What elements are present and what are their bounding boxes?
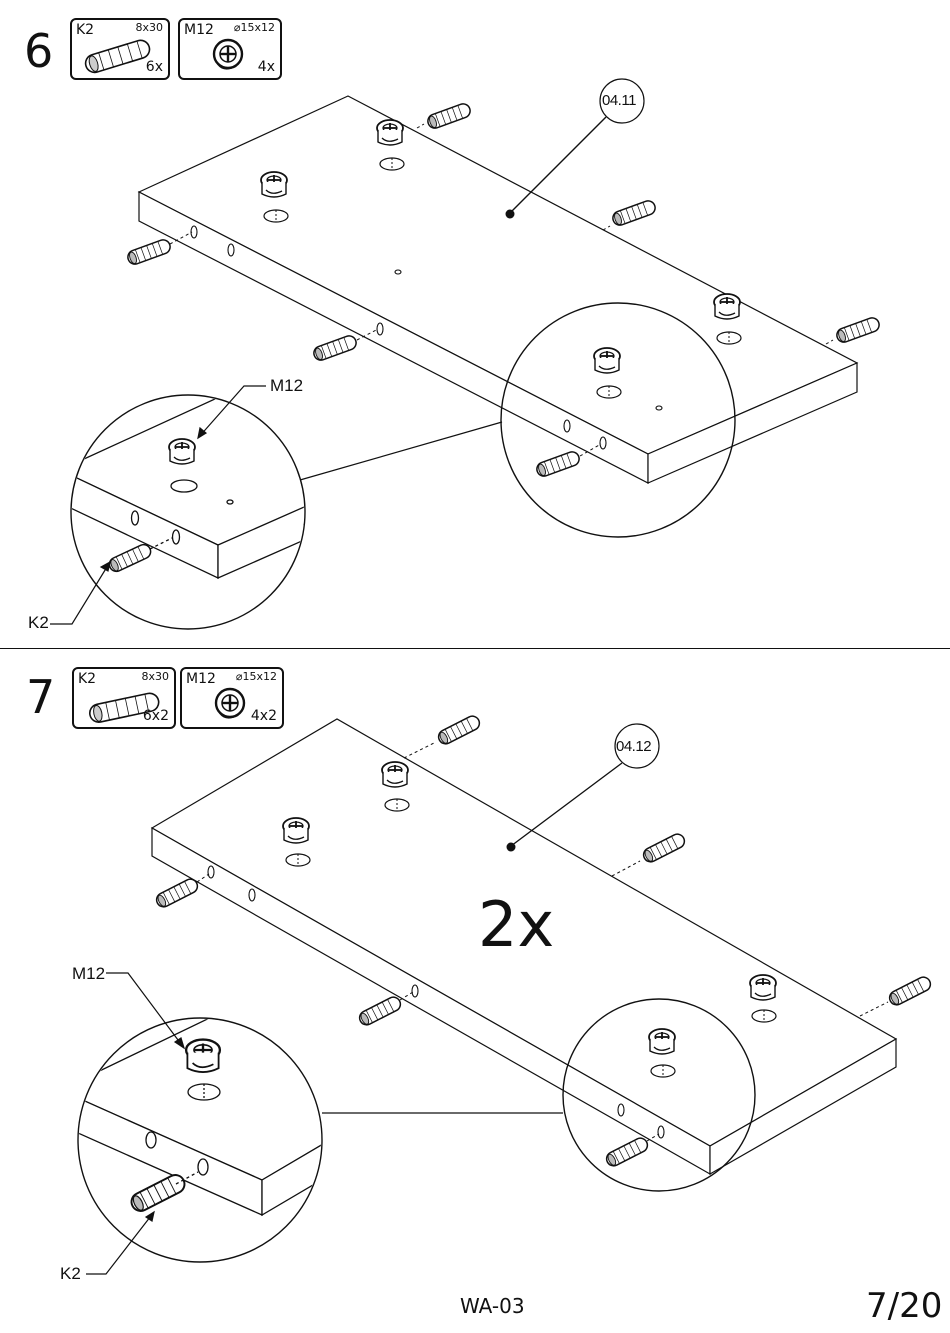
part-box-dowel: K2 8x30 6x <box>70 18 170 80</box>
board-step-6 <box>137 95 859 484</box>
part-dimension: 8x30 <box>135 21 163 34</box>
cam-lock-icon <box>214 687 246 719</box>
callout-label-cam: M12 <box>270 376 304 395</box>
part-code: K2 <box>78 671 97 687</box>
detail-magnifier <box>70 302 736 630</box>
callout-arrows <box>50 385 266 625</box>
cam-lock-icon <box>212 38 244 70</box>
part-quantity: 6x <box>145 59 163 75</box>
quantity-multiplier: 2x <box>478 888 555 961</box>
panel-tag-marker <box>506 723 660 852</box>
part-box-dowel: K2 8x30 6x2 <box>72 667 176 729</box>
callout-label-cam: M12 <box>72 964 106 983</box>
step-divider <box>0 648 950 649</box>
detail-magnifier <box>77 998 756 1263</box>
part-quantity: 4x <box>257 59 275 75</box>
side-holes <box>207 865 665 1139</box>
callout-label-dowel: K2 <box>28 613 49 632</box>
part-quantity: 4x2 <box>250 708 277 724</box>
callout-label-dowel: K2 <box>60 1264 81 1283</box>
panel-tag-marker <box>505 78 645 219</box>
step-number: 6 <box>24 24 54 78</box>
part-dimension: 8x30 <box>141 670 169 683</box>
part-dimension: ⌀15x12 <box>235 670 277 683</box>
panel-tag: 04.11 <box>602 92 636 109</box>
document-code: WA-03 <box>460 1294 525 1318</box>
part-dimension: ⌀15x12 <box>233 21 275 34</box>
board-step-7 <box>150 718 898 1176</box>
dowel-icon <box>84 39 151 74</box>
part-box-cam-lock: M12 ⌀15x12 4x2 <box>180 667 284 729</box>
part-quantity: 6x2 <box>142 708 169 724</box>
side-holes <box>190 225 663 450</box>
dowel-icon <box>89 692 160 723</box>
part-code: M12 <box>186 671 216 687</box>
part-code: K2 <box>76 22 95 38</box>
part-box-cam-lock: M12 ⌀15x12 4x <box>178 18 282 80</box>
panel-tag: 04.12 <box>616 738 652 755</box>
part-code: M12 <box>184 22 214 38</box>
step-number: 7 <box>26 670 56 724</box>
page-number: 7/20 <box>866 1286 943 1326</box>
callout-arrows <box>86 972 186 1275</box>
